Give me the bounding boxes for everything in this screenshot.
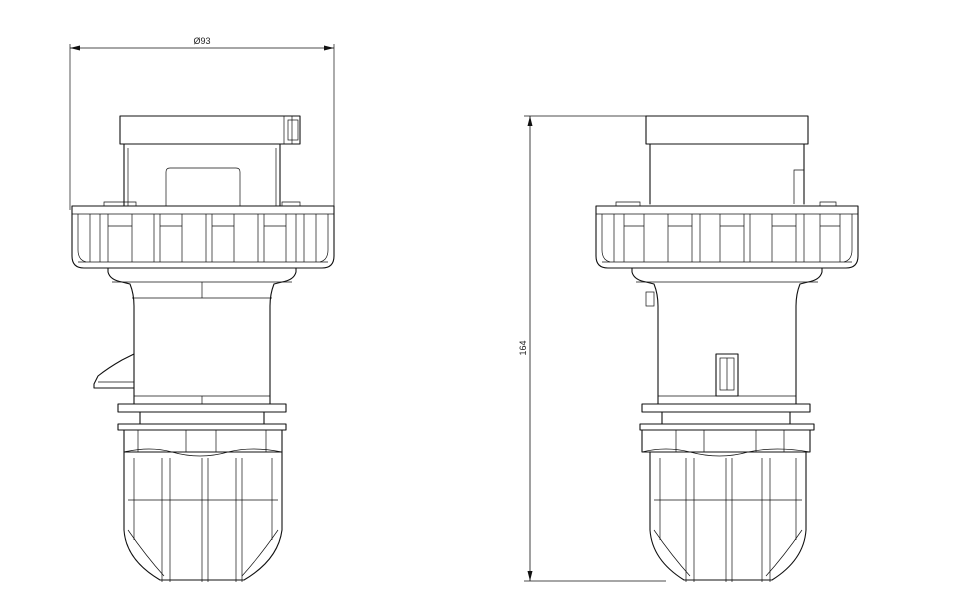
cable-gland <box>123 429 283 582</box>
plug-front-view: Ø93 <box>69 36 335 582</box>
side-collar <box>639 403 815 431</box>
side-cable-gland <box>641 429 811 582</box>
coupling-ring <box>71 201 335 269</box>
plug-side-view: 164 <box>518 115 859 582</box>
side-top-cap <box>645 115 809 145</box>
side-coupling-ring <box>595 201 859 269</box>
side-neck <box>631 267 823 405</box>
side-upper-body <box>649 143 805 205</box>
height-dimension: 164 <box>518 115 666 582</box>
collar <box>117 403 287 431</box>
diameter-label: Ø93 <box>193 36 210 46</box>
neck <box>107 267 297 405</box>
top-cap <box>119 115 301 145</box>
latch <box>93 353 135 389</box>
side-latch <box>715 353 739 397</box>
upper-body <box>123 143 281 207</box>
diameter-dimension: Ø93 <box>69 36 335 210</box>
height-label: 164 <box>518 340 528 355</box>
